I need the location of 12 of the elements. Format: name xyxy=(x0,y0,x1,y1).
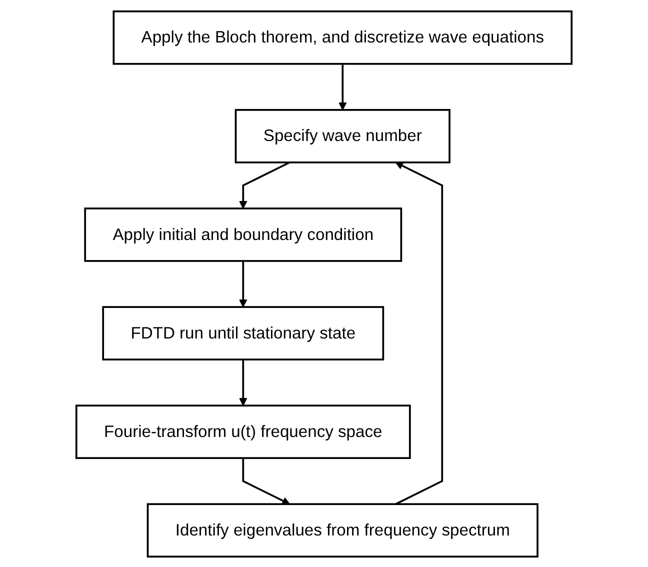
arrow xyxy=(338,63,347,110)
node-box: Specify wave number xyxy=(234,108,450,163)
node-box: Fourie-transform u(t) frequency space xyxy=(75,404,411,458)
arrow xyxy=(395,162,444,504)
arrow xyxy=(239,260,248,307)
node-box: FDTD run until stationary state xyxy=(102,306,384,360)
node-box: Apply the Bloch thorem, and discretize wave equations xyxy=(112,10,573,64)
node-box: Identify eigenvalues from frequency spectrum xyxy=(146,502,538,558)
arrow xyxy=(239,161,290,208)
arrow xyxy=(242,458,290,504)
arrow xyxy=(239,359,248,406)
node-box: Apply initial and boundary condition xyxy=(84,207,402,262)
